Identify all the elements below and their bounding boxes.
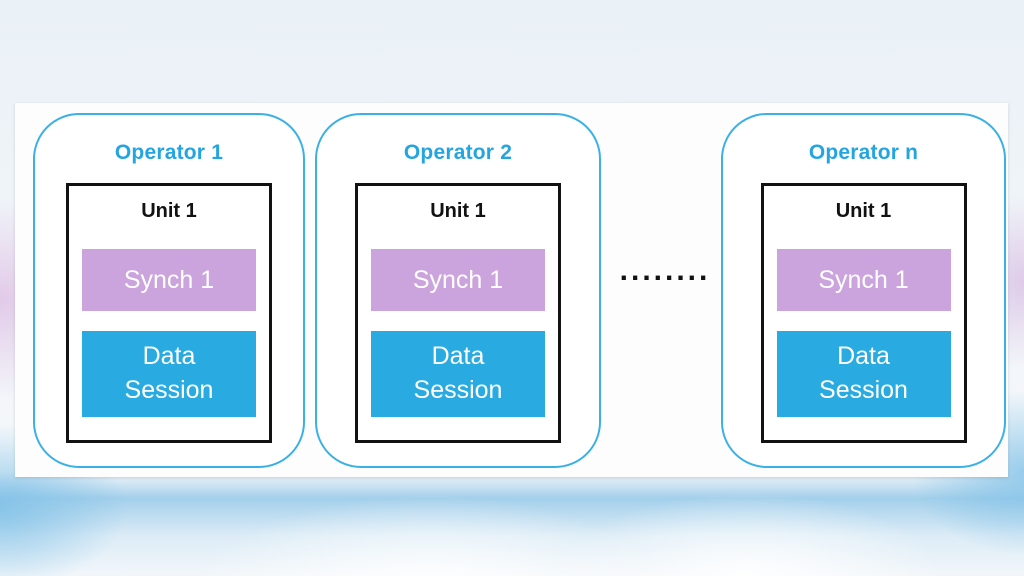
operator-2-title: Operator 2 <box>403 141 513 164</box>
continuation-dots: ........ <box>619 254 711 287</box>
operator-2-card: Operator 2 Unit 1 Synch 1 Data Session <box>315 113 601 468</box>
operator-1-synch-box: Synch 1 <box>82 249 256 311</box>
operator-n-unit-label: Unit 1 <box>835 200 892 222</box>
operator-n-data-session-label: Data Session <box>819 342 908 404</box>
operator-1-unit-box: Unit 1 Synch 1 Data Session <box>66 183 272 443</box>
operator-1-data-session-box: Data Session <box>82 331 256 417</box>
operator-2-unit-box: Unit 1 Synch 1 Data Session <box>355 183 561 443</box>
operator-n-card: Operator n Unit 1 Synch 1 Data Session <box>721 113 1006 468</box>
operator-1-card: Operator 1 Unit 1 Synch 1 Data Session <box>33 113 305 468</box>
operator-n-title: Operator n <box>808 141 919 164</box>
operator-1-title: Operator 1 <box>114 141 224 164</box>
operator-1-unit-label: Unit 1 <box>141 200 197 222</box>
operator-2-data-session-label: Data Session <box>413 342 503 404</box>
operator-2-synch-label: Synch 1 <box>412 265 504 294</box>
operator-n-synch-box: Synch 1 <box>776 249 951 311</box>
operator-n-data-session-box: Data Session <box>776 331 951 417</box>
operator-2-data-session-box: Data Session <box>371 331 545 417</box>
operator-2-unit-label: Unit 1 <box>430 200 486 222</box>
operator-n-unit-box: Unit 1 Synch 1 Data Session <box>760 183 967 443</box>
diagram-panel: Operator 1 Unit 1 Synch 1 Data Session O… <box>15 103 1008 477</box>
operator-1-data-session-label: Data Session <box>124 342 214 404</box>
operator-n-synch-label: Synch 1 <box>818 265 909 294</box>
operator-2-synch-box: Synch 1 <box>371 249 545 311</box>
operator-1-synch-label: Synch 1 <box>123 265 215 294</box>
